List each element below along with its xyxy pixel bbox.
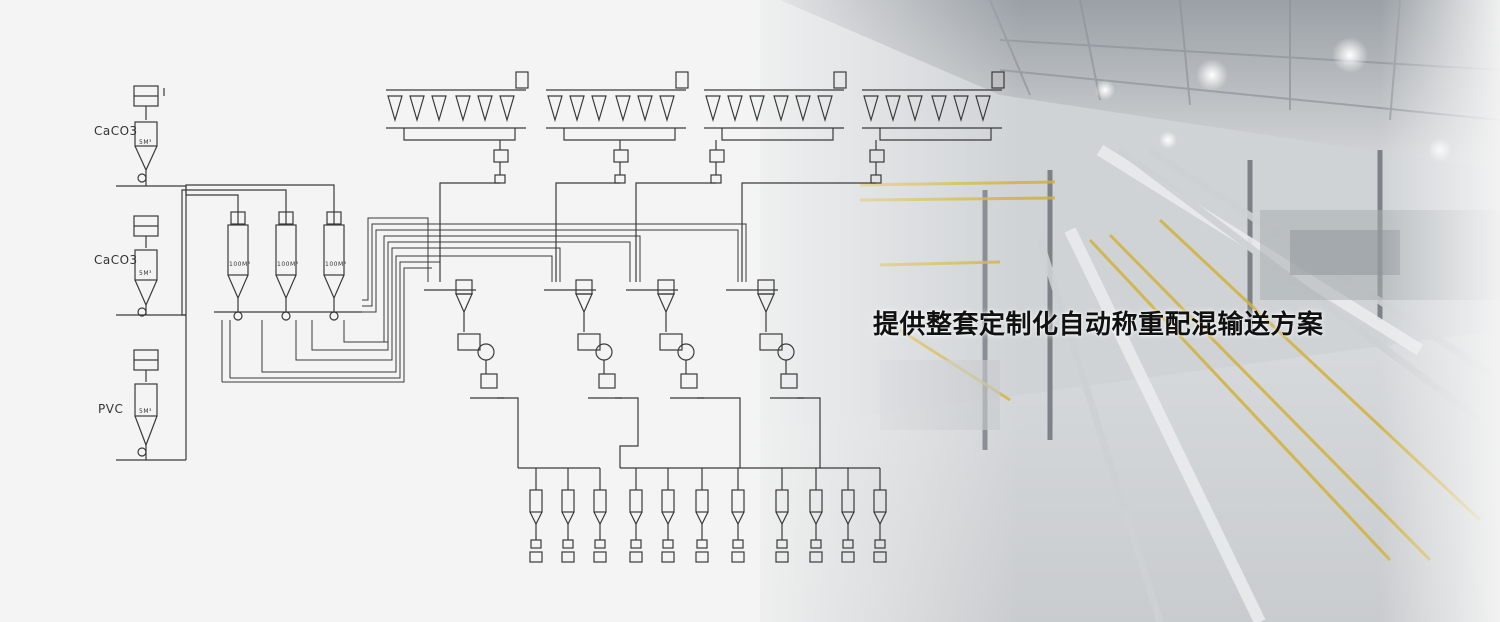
day-bin-row [529,468,887,563]
silo-2-capacity: 100M³ [277,261,299,268]
small-ingredient-station-2 [546,71,689,282]
source-station-1 [116,85,186,187]
weighing-mixing-line-1 [424,279,519,468]
small-ingredient-station-1 [386,71,529,282]
silo-3 [323,211,345,312]
silo-1-capacity: 100M³ [229,261,251,268]
receiver-3-capacity: 5M³ [139,408,152,415]
weighing-mixing-line-4 [726,279,821,468]
source-label-caco3-2: CaCO3 [94,253,138,267]
small-ingredient-station-3 [635,71,847,282]
source-station-3 [116,349,186,461]
weighing-mixing-line-2 [544,279,639,468]
headline: 提供整套定制化自动称重配混输送方案 [873,310,1324,340]
source-label-caco3-1: CaCO3 [94,124,138,138]
silo-1 [227,211,249,312]
receiver-1-capacity: 5M³ [139,139,152,146]
source-station-2 [116,215,186,317]
receiver-2-capacity: 5M³ [139,270,152,277]
small-ingredient-station-4 [741,71,1005,282]
weighing-mixing-line-3 [626,279,741,468]
silo-2 [275,211,297,312]
source-label-pvc: PVC [98,402,124,416]
silo-3-capacity: 100M³ [325,261,347,268]
